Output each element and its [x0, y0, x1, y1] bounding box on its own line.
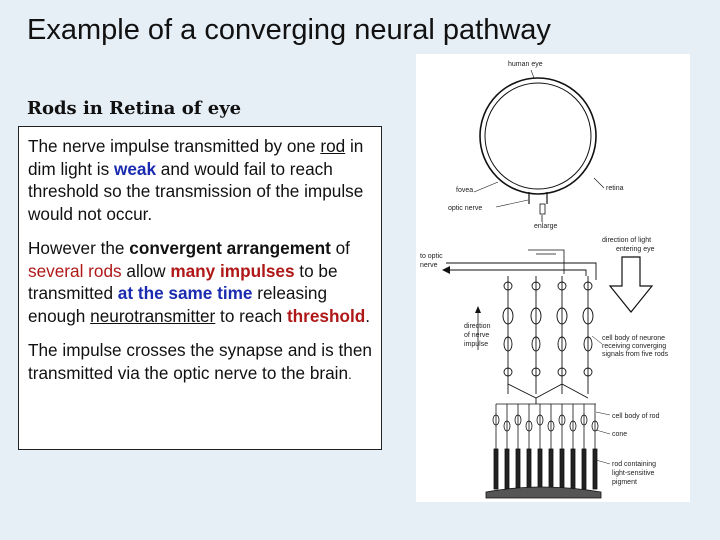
- label-light-2: entering eye: [616, 246, 655, 253]
- label-rod-containing-3: pigment: [612, 479, 637, 486]
- label-dir-impulse-1: direction: [464, 323, 491, 330]
- paragraph-weak-signal: The nerve impulse transmitted by one rod…: [28, 136, 364, 224]
- label-rod-containing-1: rod containing: [612, 461, 656, 468]
- label-optic-nerve: optic nerve: [448, 205, 482, 212]
- eyeball-outline: [479, 77, 597, 195]
- label-to-optic-1: to optic: [420, 253, 443, 260]
- label-neurone-2: receiving converging: [602, 343, 666, 350]
- same-time-term: at the same time: [117, 283, 253, 303]
- label-enlarge: enlarge: [534, 223, 557, 230]
- threshold-term: threshold: [286, 305, 366, 326]
- label-rod-body: cell body of rod: [612, 413, 660, 420]
- label-cone: cone: [612, 431, 627, 438]
- light-arrow: [608, 256, 654, 313]
- neuron-columns: [502, 276, 594, 404]
- weak-term: weak: [113, 158, 157, 179]
- paragraph-convergence: However the convergent arrangement of se…: [28, 238, 371, 326]
- label-dir-impulse-3: impulse: [464, 341, 488, 348]
- page-title: Example of a converging neural pathway: [27, 14, 551, 46]
- label-fovea: fovea: [456, 187, 473, 194]
- explanation-box: The nerve impulse transmitted by one rod…: [18, 126, 382, 450]
- label-retina: retina: [606, 185, 624, 192]
- label-rod-containing-2: light-sensitive: [612, 470, 655, 477]
- label-neurone-1: cell body of neurone: [602, 335, 665, 342]
- eyeball-inner: [484, 82, 592, 190]
- rod-cells: [485, 403, 602, 499]
- many-impulses-term: many impulses: [170, 260, 295, 281]
- neurotransmitter-term: neurotransmitter: [90, 305, 216, 326]
- rod-term: rod: [320, 136, 346, 156]
- label-light-1: direction of light: [602, 237, 651, 244]
- label-neurone-3: signals from five rods: [602, 351, 669, 358]
- retina-diagram: human eye fovea optic nerve retina enlar…: [416, 54, 690, 502]
- paragraph-synapse: The impulse crosses the synapse and is t…: [28, 340, 372, 383]
- section-subtitle: Rods in Retina of eye: [27, 98, 242, 119]
- label-to-optic-2: nerve: [420, 262, 438, 269]
- convergent-term: convergent arrangement: [129, 238, 331, 258]
- label-human-eye: human eye: [508, 61, 543, 68]
- label-dir-impulse-2: of nerve: [464, 332, 489, 339]
- several-rods-term: several rods: [28, 260, 122, 281]
